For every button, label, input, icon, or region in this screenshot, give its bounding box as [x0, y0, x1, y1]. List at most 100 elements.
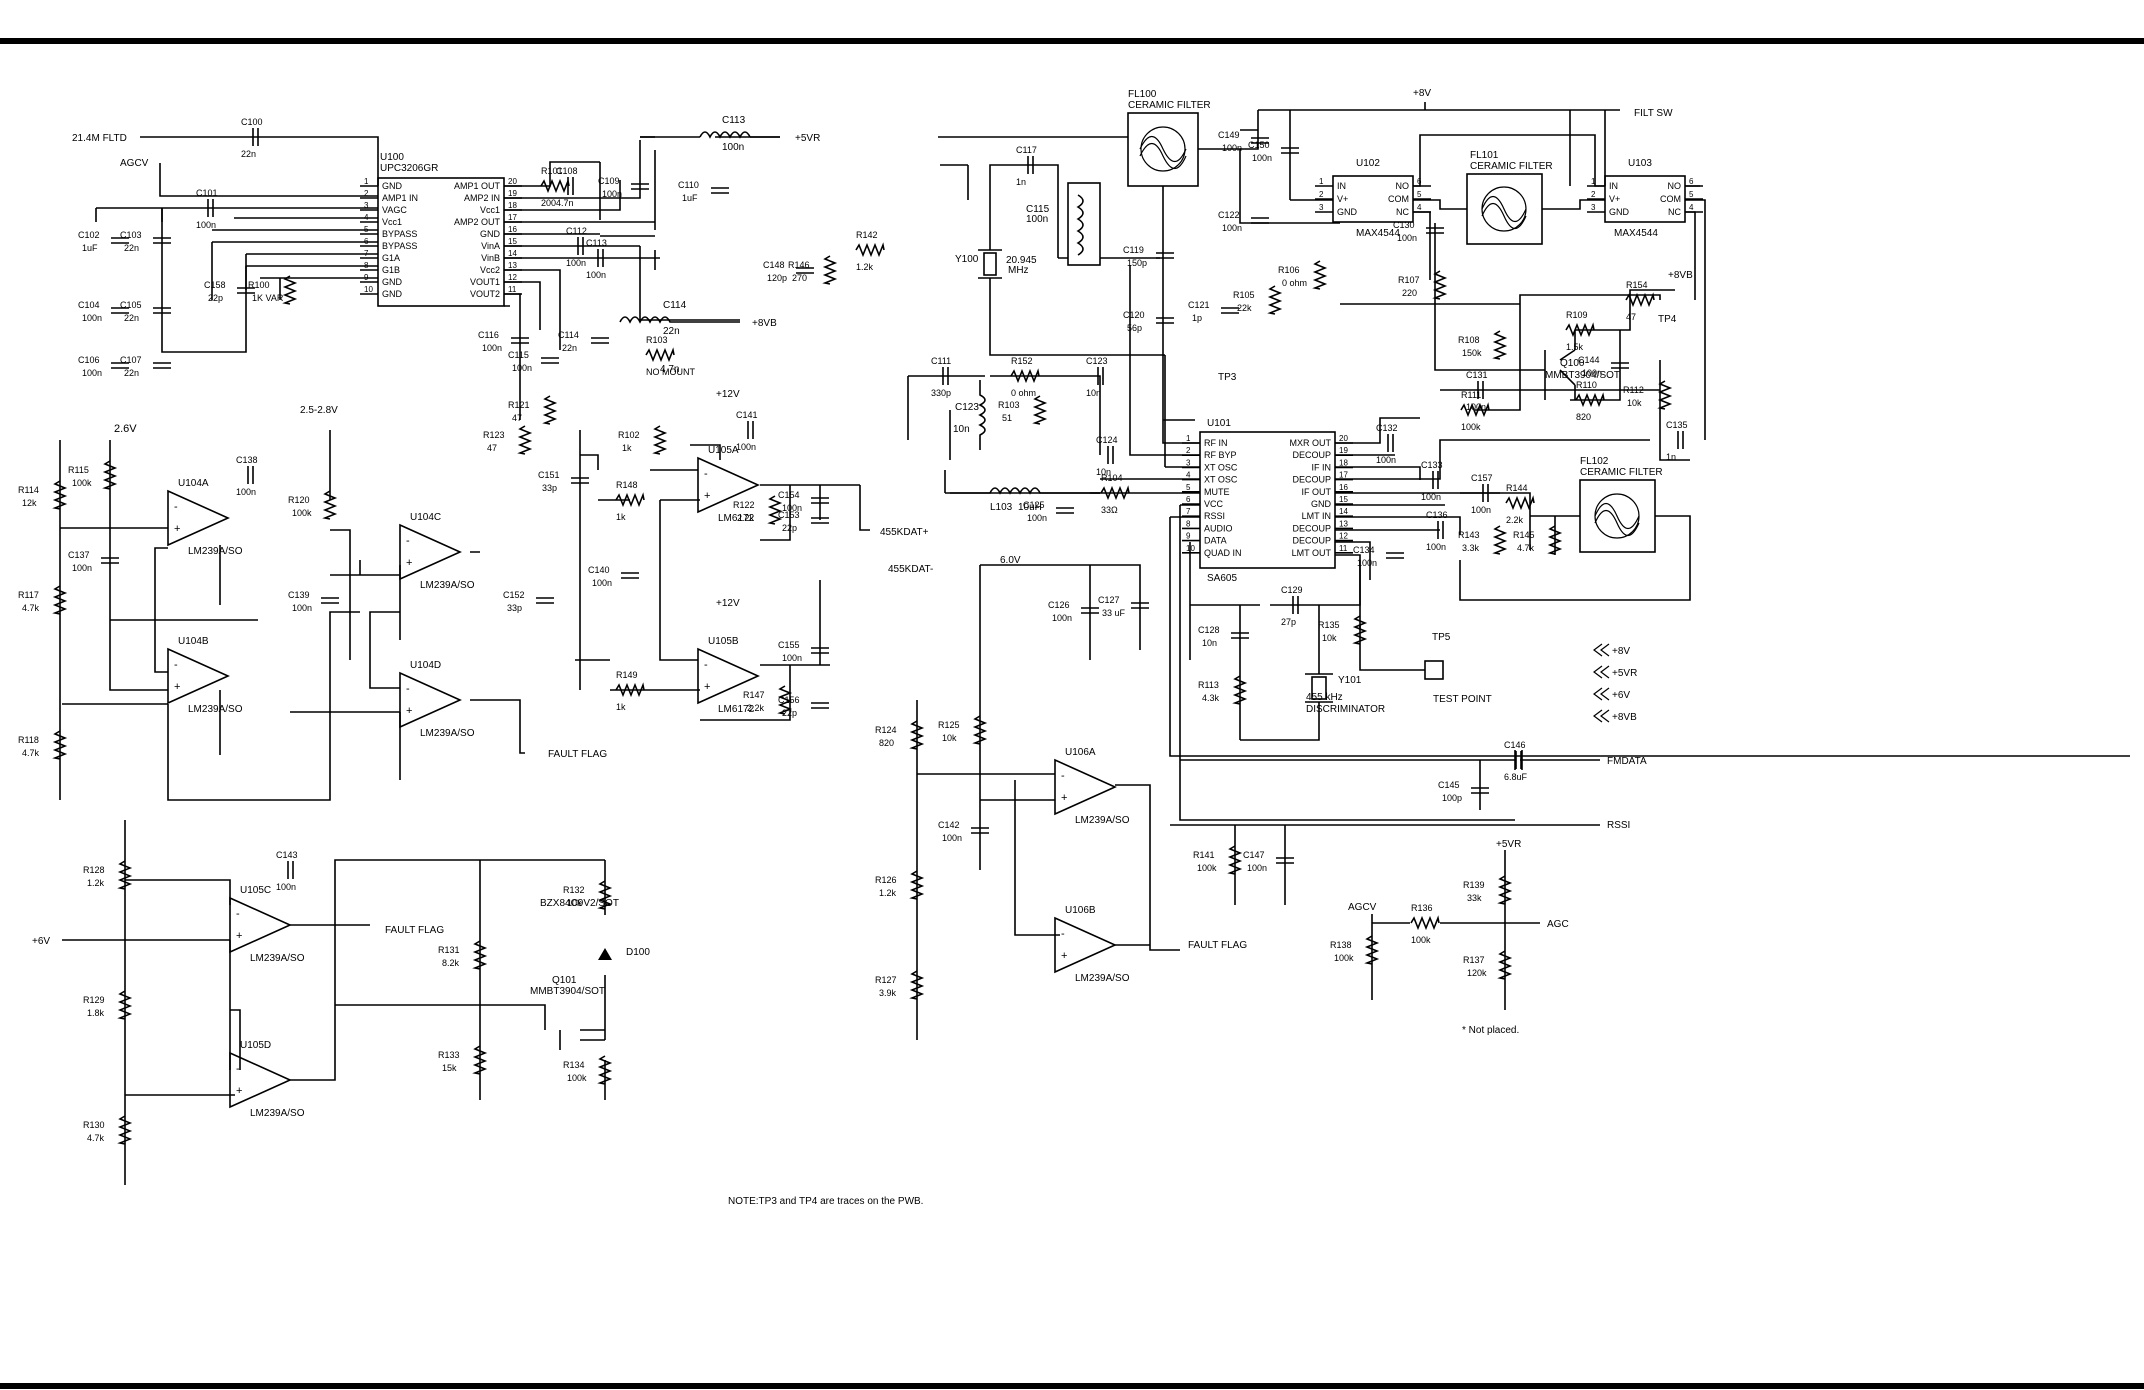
- u100-pin-name: VAGC: [382, 205, 407, 215]
- u101-pin-name: DECOUP: [1292, 523, 1331, 533]
- q100-wiring: [1340, 223, 1690, 461]
- r101-val: 200: [541, 198, 556, 208]
- c120-ref: C120: [1123, 310, 1145, 320]
- u102-u103-wiring: [1413, 110, 1706, 440]
- u101-pin-num: 5: [1186, 483, 1191, 492]
- u104b-plus: +: [174, 681, 180, 693]
- net-5vr-2: +5VR: [1496, 839, 1521, 850]
- u101-pin-name: XT OSC: [1204, 462, 1238, 472]
- c152-val: 33p: [507, 603, 522, 613]
- r108-ref: R108: [1458, 335, 1480, 345]
- c135-ref: C135: [1666, 420, 1688, 430]
- u105d-minus: -: [236, 1063, 240, 1075]
- u101-pin-num: 17: [1339, 471, 1348, 480]
- u102-ref: U102: [1356, 158, 1380, 169]
- u101-pin-name: RF BYP: [1204, 450, 1237, 460]
- c129-val: 27p: [1281, 617, 1296, 627]
- r143-val: 3.3k: [1462, 543, 1480, 553]
- c136-ref: C136: [1426, 510, 1448, 520]
- c130-val: 100n: [1397, 233, 1417, 243]
- r117-resistor: [52, 585, 68, 615]
- u104a-part: LM239A/SO: [188, 546, 243, 557]
- u100-pin-num: 12: [508, 273, 517, 282]
- c114-ref: C114: [558, 330, 579, 340]
- net-fault-flag-1: FAULT FLAG: [548, 749, 607, 760]
- u100-pin-name: G1A: [382, 253, 400, 263]
- c100-val: 22n: [241, 149, 256, 159]
- r108-val: 150k: [1462, 348, 1482, 358]
- u105b-symbol: [697, 647, 760, 705]
- u101-pin-name: RF IN: [1204, 438, 1228, 448]
- u106a-part: LM239A/SO: [1075, 815, 1130, 826]
- u100-pin-name: AMP2 IN: [464, 193, 500, 203]
- u103-pin-num: 4: [1689, 203, 1694, 212]
- u101-pin-name: VCC: [1204, 499, 1224, 509]
- r110-resistor: [1575, 392, 1605, 408]
- r135-resistor: [1352, 615, 1368, 645]
- net-5vr: +5VR: [795, 133, 820, 144]
- c102-ref: C102: [78, 230, 100, 240]
- r154-val: 47: [1626, 312, 1636, 322]
- u100-pin-num: 20: [508, 177, 517, 186]
- c133-val: 100n: [1421, 492, 1441, 502]
- c124-val: 10n: [1096, 467, 1111, 477]
- r100-resistor: [282, 275, 298, 305]
- y100-ref: Y100: [955, 254, 979, 265]
- c122-val: 100n: [1222, 223, 1242, 233]
- c142-ref: C142: [938, 820, 960, 830]
- c146-val: 6.8uF: [1504, 772, 1528, 782]
- u106b-symbol: [1054, 916, 1117, 974]
- r130-resistor: [117, 1115, 133, 1145]
- filt-sw-wiring: [1240, 102, 1620, 201]
- r147-resistor: [777, 685, 793, 715]
- c150-ref: C150: [1248, 140, 1270, 150]
- c124-ref: C124: [1096, 435, 1118, 445]
- c133-ref: C133: [1421, 460, 1443, 470]
- net-12v-b: +12V: [716, 598, 740, 609]
- r146-val: 270: [792, 273, 807, 283]
- r139-ref: R139: [1463, 880, 1485, 890]
- net-agcv-2: AGCV: [1348, 902, 1377, 913]
- legend-arrow-icon: [1593, 665, 1610, 679]
- r133-val: 15k: [442, 1063, 457, 1073]
- r109-val: 1.5k: [1566, 342, 1584, 352]
- r139-resistor: [1497, 875, 1513, 905]
- r148-resistor: [615, 492, 645, 508]
- r154-resistor: [1625, 292, 1655, 308]
- u101-ref: U101: [1207, 418, 1231, 429]
- r149-val: 1k: [616, 702, 626, 712]
- c107-ref: C107: [120, 355, 142, 365]
- c123-val: 10n: [1086, 388, 1101, 398]
- u101-pin-name: MXR OUT: [1290, 438, 1332, 448]
- u104b-ref: U104B: [178, 636, 209, 647]
- c111-val: 330p: [931, 388, 951, 398]
- r103b-val: 51: [1002, 413, 1012, 423]
- fl100-wiring: [1162, 148, 1340, 421]
- r114-ref: R114: [18, 485, 39, 495]
- r125-ref: R125: [938, 720, 960, 730]
- r154-ref: R154: [1626, 280, 1648, 290]
- c132-ref: C132: [1376, 423, 1398, 433]
- u101-pin-num: 4: [1186, 471, 1191, 480]
- c132-val: 100n: [1376, 455, 1396, 465]
- c129-ref: C129: [1281, 585, 1303, 595]
- l104-inductor: [619, 316, 740, 324]
- r105-resistor: [1267, 285, 1283, 315]
- c106-ref: C106: [78, 355, 100, 365]
- r143-resistor: [1492, 525, 1508, 555]
- u104d-symbol: [399, 671, 462, 729]
- r103-ref: R103: [646, 335, 668, 345]
- r118-ref: R118: [18, 735, 39, 745]
- net-6v: +6V: [32, 936, 50, 947]
- r104-val: 33Ω: [1101, 505, 1118, 515]
- l102-can: [1067, 182, 1101, 266]
- c134-ref: C134: [1353, 545, 1375, 555]
- l100-val: 100n: [722, 142, 744, 153]
- u101-pin-name: DECOUP: [1292, 536, 1331, 546]
- r107-ref: R107: [1398, 275, 1420, 285]
- u102-pin-name: IN: [1337, 181, 1346, 191]
- c114-val: 22n: [562, 343, 577, 353]
- u101-pin-num: 2: [1186, 446, 1191, 455]
- r124-ref: R124: [875, 725, 897, 735]
- u100-pin-name: AMP1 IN: [382, 193, 418, 203]
